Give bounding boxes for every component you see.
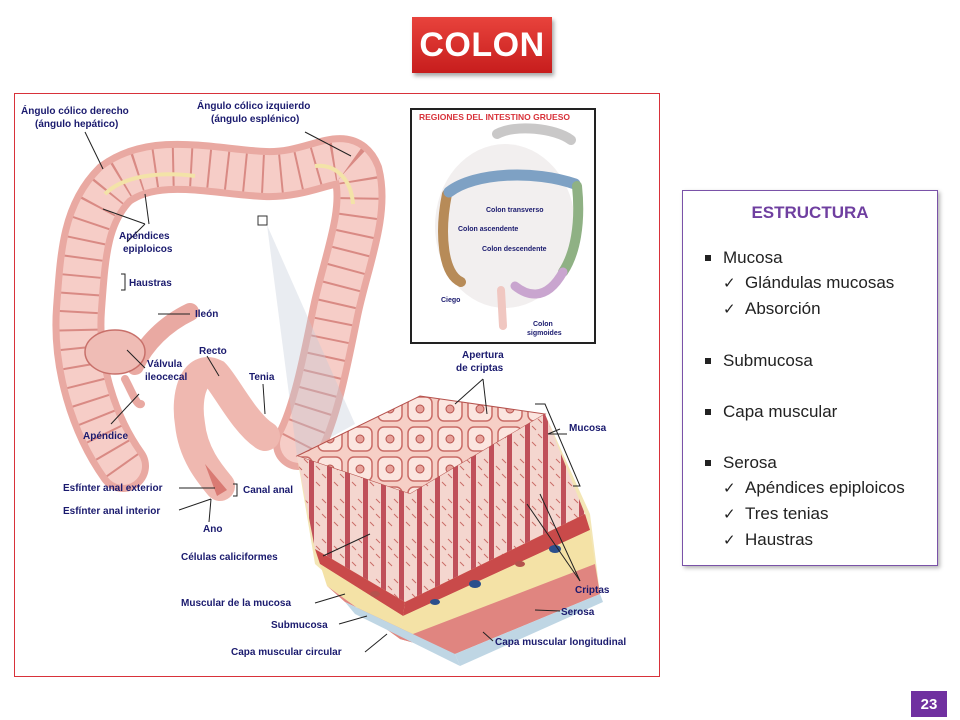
label-capa-longitudinal: Capa muscular longitudinal [495,637,626,648]
label-apertura-2: de criptas [456,363,504,374]
label-valvula-1: Válvula [147,359,182,370]
label-criptas: Criptas [575,585,610,596]
square-bullet-icon [705,459,711,466]
label-colon-transverso: Colon transverso [486,207,544,214]
item-text: Glándulas mucosas [745,273,895,292]
label-colon-sigmoides-2: sigmoides [527,330,562,337]
estructura-panel: ESTRUCTURA Mucosa ✓ Glándulas mucosas ✓ Ab… [682,190,938,566]
list-item: ✓ Absorción [693,296,927,322]
label-ano: Ano [203,524,222,535]
square-bullet-icon [705,254,711,261]
label-canal-anal: Canal anal [243,485,293,496]
item-text: Absorción [745,299,821,318]
label-recto: Recto [199,346,227,357]
label-colon-ascendente: Colon ascendente [458,226,518,233]
label-valvula-2: ileocecal [145,372,187,383]
estructura-heading: ESTRUCTURA [751,203,869,222]
label-apendices-2: epiploicos [123,244,173,255]
rectum [173,357,280,501]
label-apertura-1: Apertura [462,350,504,361]
label-colon-sigmoides-1: Colon [533,321,553,328]
item-text: Apéndices epiploicos [745,478,905,497]
checkmark-icon: ✓ [723,506,736,523]
item-text: Submucosa [723,351,813,370]
list-item: Submucosa [693,348,927,373]
item-text: Serosa [723,453,777,472]
label-submucosa: Submucosa [271,620,328,631]
label-ileon: Ileón [195,309,218,320]
item-text: Capa muscular [723,402,838,421]
label-colon-descendente: Colon descendente [482,246,547,253]
label-esfinter-interior: Esfínter anal interior [63,506,160,517]
page-number: 23 [911,691,947,717]
label-angulo-izquierdo-1: Ángulo cólico izquierdo [197,99,310,112]
item-text: Haustras [745,530,814,549]
slide-title: COLON [412,17,552,73]
item-text: Tres tenias [745,504,829,523]
list-item: ✓ Glándulas mucosas [693,270,927,296]
tissue-block [295,395,603,666]
regiones-inset: REGIONES DEL INTESTINO GRUESO Colon tran… [410,108,596,344]
label-celulas-caliciformes: Células caliciformes [181,552,278,563]
colon-frame [52,135,386,492]
label-esfinter-exterior: Esfínter anal exterior [63,483,163,494]
inset-title: REGIONES DEL INTESTINO GRUESO [419,112,570,122]
label-apendice: Apéndice [83,431,128,442]
checkmark-icon: ✓ [723,275,736,292]
checkmark-icon: ✓ [723,480,736,497]
label-haustras: Haustras [129,278,172,289]
list-item: ✓ Haustras [693,527,927,553]
leader-lines [84,131,581,653]
square-bullet-icon [705,408,711,415]
checkmark-icon: ✓ [723,532,736,549]
list-item: ✓ Tres tenias [693,501,927,527]
label-capa-circular: Capa muscular circular [231,647,342,658]
label-muscular-mucosa: Muscular de la mucosa [181,598,291,609]
square-bullet-icon [705,357,711,364]
label-angulo-derecho-1: Ángulo cólico derecho [21,104,129,117]
colon-anatomy-figure: REGIONES DEL INTESTINO GRUESO Colon tran… [14,93,660,677]
item-text: Mucosa [723,248,783,267]
label-apendices-1: Apéndices [119,231,170,242]
colon-illustration: REGIONES DEL INTESTINO GRUESO Colon tran… [21,99,626,666]
list-item: Capa muscular [693,399,927,424]
label-mucosa: Mucosa [569,423,607,434]
label-tenia: Tenia [249,372,275,383]
list-item: ✓ Apéndices epiploicos [693,475,927,501]
list-item: Serosa [693,450,927,475]
checkmark-icon: ✓ [723,301,736,318]
label-serosa: Serosa [561,607,595,618]
label-angulo-derecho-2: (ángulo hepático) [35,119,118,130]
list-item: Mucosa [693,245,927,270]
label-angulo-izquierdo-2: (ángulo esplénico) [211,114,299,125]
label-ciego: Ciego [441,297,460,304]
